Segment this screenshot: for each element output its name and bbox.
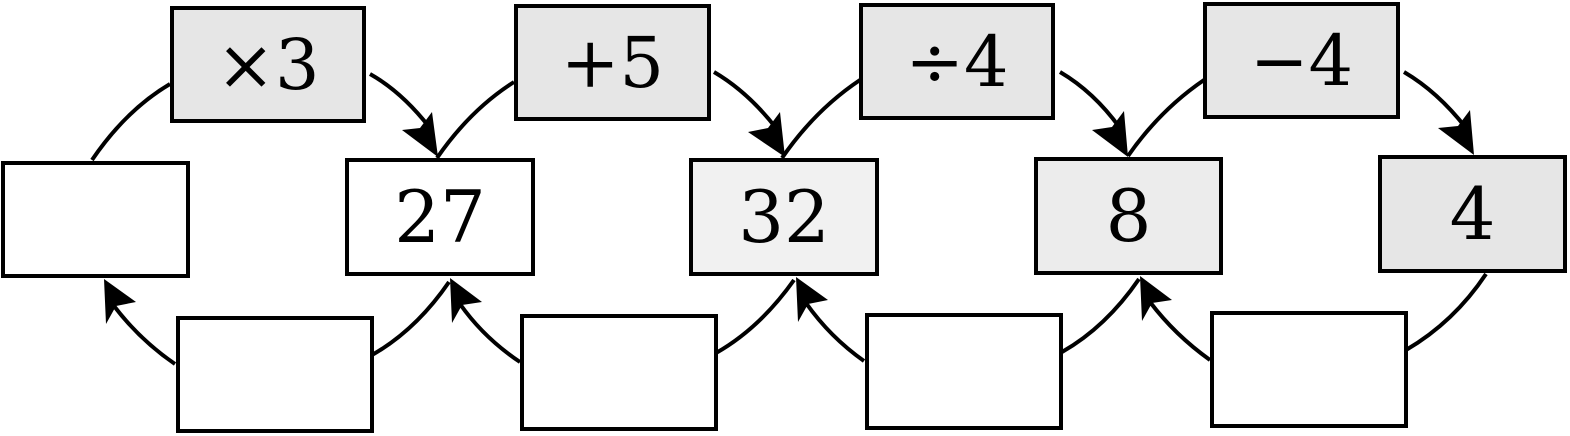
forward-arrowhead-1 (402, 112, 438, 157)
forward-arc-right-2 (712, 70, 778, 130)
backward-arc-left-3 (804, 301, 866, 363)
forward-arc-right-4 (1402, 70, 1468, 130)
backward-arc-right-3 (1061, 277, 1141, 354)
backward-arc-left-2 (458, 302, 522, 364)
backward-arrowhead-1 (104, 279, 136, 324)
answer-box-3[interactable] (865, 313, 1063, 430)
answer-box-2[interactable] (520, 314, 718, 431)
operation-label: −4 (1249, 19, 1354, 102)
operation-label: ÷4 (905, 20, 1009, 103)
forward-arc-right-1 (369, 72, 432, 130)
backward-arrowhead-2 (450, 278, 482, 323)
operation-box-divide-4: ÷4 (859, 3, 1055, 120)
value-label: 32 (738, 175, 830, 259)
forward-arc-left-4 (1126, 78, 1206, 158)
forward-arrowhead-2 (748, 112, 785, 157)
value-box-27: 27 (345, 158, 535, 276)
operation-label: ×3 (216, 23, 320, 106)
value-label: 27 (394, 175, 486, 259)
forward-arrowhead-3 (1092, 111, 1128, 157)
operation-box-times-3: ×3 (170, 6, 366, 123)
value-box-blank[interactable] (1, 161, 190, 278)
backward-arc-left-4 (1148, 300, 1212, 362)
backward-arrowhead-4 (1140, 276, 1172, 321)
forward-arc-left-2 (435, 80, 516, 160)
value-box-8: 8 (1034, 157, 1223, 275)
forward-arc-left-3 (780, 78, 862, 160)
forward-arc-left-1 (90, 82, 172, 162)
forward-arc-right-3 (1058, 70, 1122, 130)
forward-arrowhead-4 (1438, 110, 1474, 155)
operation-box-minus-4: −4 (1203, 2, 1400, 119)
value-box-4: 4 (1378, 155, 1567, 273)
backward-arc-right-2 (715, 278, 796, 355)
backward-arc-right-1 (371, 280, 451, 357)
backward-arc-left-1 (112, 304, 177, 366)
operation-box-plus-5: +5 (514, 4, 711, 121)
backward-arrowhead-3 (796, 277, 828, 322)
answer-box-1[interactable] (176, 316, 374, 433)
backward-arc-right-4 (1404, 272, 1488, 352)
operation-label: +5 (560, 21, 665, 104)
value-label: 4 (1449, 172, 1496, 256)
value-box-32: 32 (689, 158, 879, 276)
value-label: 8 (1105, 174, 1152, 258)
answer-box-4[interactable] (1210, 311, 1408, 428)
